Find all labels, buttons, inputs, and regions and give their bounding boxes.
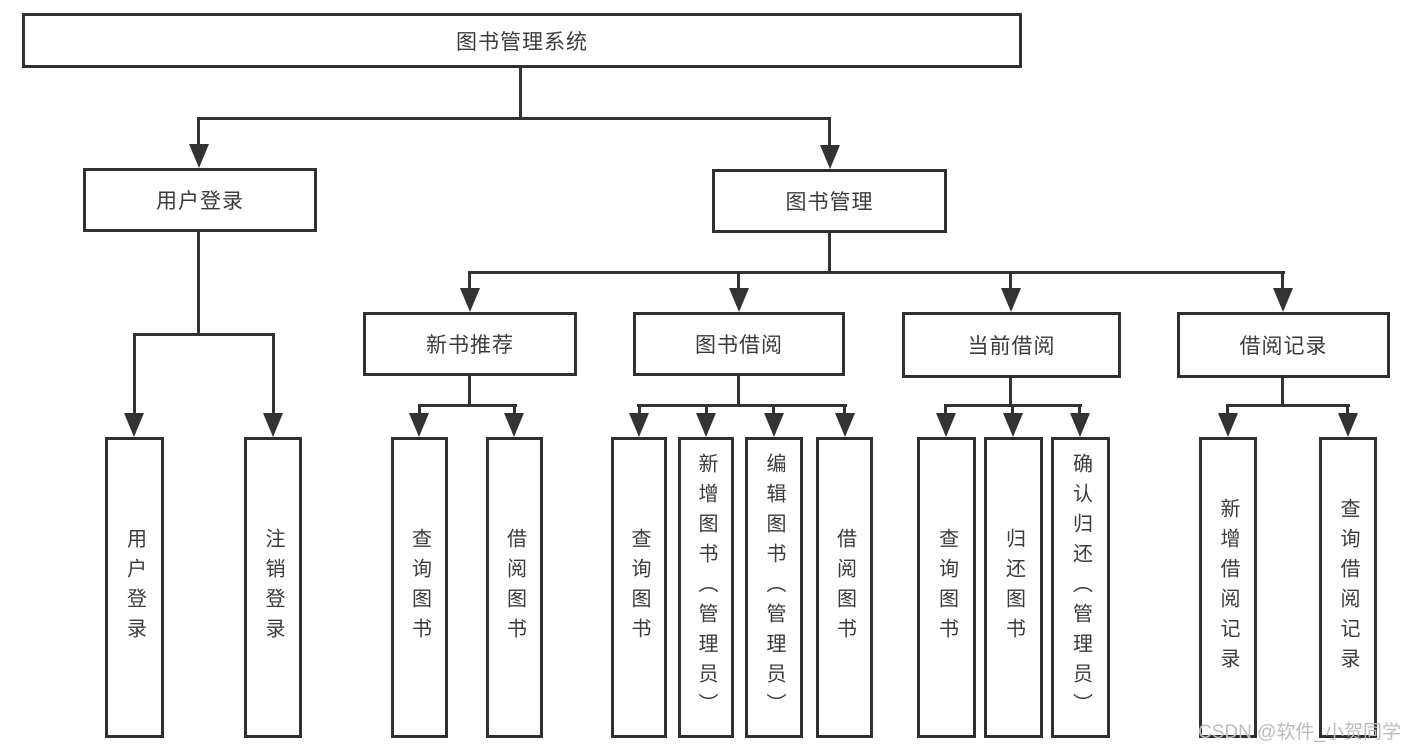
leaf-borrow-books-1: 借阅图书 <box>486 437 543 738</box>
connector-line <box>737 271 740 291</box>
arrow-down-icon <box>1273 288 1293 312</box>
node-borrowing-records: 借阅记录 <box>1177 312 1390 378</box>
connector-line <box>133 333 136 415</box>
node-book-management: 图书管理 <box>712 169 947 233</box>
arrow-down-icon <box>936 413 956 437</box>
leaf-query-books-3: 查询图书 <box>917 437 976 738</box>
arrow-down-icon <box>820 145 840 169</box>
node-new-book-recommend-label: 新书推荐 <box>426 334 514 357</box>
connector-line <box>737 376 740 407</box>
connector-line <box>1011 404 1014 416</box>
connector-line <box>828 117 831 148</box>
leaf-confirm-return-admin-label: 确认归还（管理员） <box>1069 452 1092 723</box>
leaf-query-books-3-label: 查询图书 <box>935 527 958 648</box>
connector-line <box>1078 404 1081 416</box>
leaf-add-books-admin-label: 新增图书（管理员） <box>695 452 717 723</box>
connector-line <box>638 404 641 416</box>
node-borrowing-records-label: 借阅记录 <box>1239 335 1328 358</box>
node-library-system: 图书管理系统 <box>22 13 1022 68</box>
connector-line <box>843 404 846 416</box>
connector-line <box>1226 404 1229 416</box>
node-book-borrowing-label: 图书借阅 <box>695 334 783 357</box>
arrow-down-icon <box>504 413 524 437</box>
leaf-user-login-label: 用户登录 <box>123 527 146 648</box>
node-current-borrowing-label: 当前借阅 <box>967 335 1056 358</box>
node-current-borrowing: 当前借阅 <box>902 312 1121 378</box>
arrow-down-icon <box>409 413 429 437</box>
arrow-down-icon <box>1001 288 1021 312</box>
connector-line <box>418 404 421 416</box>
arrow-down-icon <box>696 413 716 437</box>
connector-line <box>133 333 275 336</box>
arrow-down-icon <box>835 413 855 437</box>
connector-line <box>1226 404 1350 407</box>
arrow-down-icon <box>629 413 649 437</box>
leaf-return-books-label: 归还图书 <box>1002 527 1025 648</box>
leaf-edit-books-admin-label: 编辑图书（管理员） <box>763 452 785 723</box>
connector-line <box>513 404 516 416</box>
arrow-down-icon <box>1070 413 1090 437</box>
connector-line <box>1281 271 1284 291</box>
connector-line <box>468 271 471 291</box>
node-user-login: 用户登录 <box>83 168 317 232</box>
connector-line <box>197 117 200 147</box>
arrow-down-icon <box>729 288 749 312</box>
leaf-query-books-1-label: 查询图书 <box>408 527 431 648</box>
arrow-down-icon <box>1338 413 1358 437</box>
leaf-borrow-books-2-label: 借阅图书 <box>833 527 856 648</box>
connector-line <box>1346 404 1349 416</box>
leaf-query-borrow-record-label: 查询借阅记录 <box>1337 497 1359 678</box>
arrow-down-icon <box>1003 413 1023 437</box>
connector-line <box>637 404 847 407</box>
connector-line <box>1281 378 1284 407</box>
connector-line <box>418 404 517 407</box>
arrow-down-icon <box>1218 413 1238 437</box>
leaf-borrow-books-2: 借阅图书 <box>816 437 873 738</box>
leaf-add-borrow-record-label: 新增借阅记录 <box>1217 497 1239 678</box>
leaf-user-login: 用户登录 <box>105 437 164 738</box>
arrow-down-icon <box>764 413 784 437</box>
node-user-login-label: 用户登录 <box>156 190 244 213</box>
arrow-down-icon <box>189 144 209 168</box>
connector-line <box>705 404 708 416</box>
connector-line <box>519 68 522 118</box>
leaf-logout: 注销登录 <box>244 437 302 738</box>
connector-line <box>197 117 831 120</box>
node-book-management-label: 图书管理 <box>785 191 874 214</box>
connector-line <box>197 232 200 335</box>
connector-line <box>1009 378 1012 407</box>
leaf-query-borrow-record: 查询借阅记录 <box>1319 437 1377 738</box>
leaf-return-books: 归还图书 <box>984 437 1043 738</box>
connector-line <box>1009 271 1012 291</box>
leaf-query-books-1: 查询图书 <box>391 437 448 738</box>
connector-line <box>272 333 275 415</box>
leaf-borrow-books-1-label: 借阅图书 <box>503 527 526 648</box>
leaf-confirm-return-admin: 确认归还（管理员） <box>1051 437 1110 738</box>
arrow-down-icon <box>460 288 480 312</box>
leaf-query-books-2: 查询图书 <box>611 437 667 738</box>
node-library-system-label: 图书管理系统 <box>456 30 588 54</box>
leaf-add-books-admin: 新增图书（管理员） <box>678 437 734 738</box>
leaf-add-borrow-record: 新增借阅记录 <box>1199 437 1257 738</box>
connector-line <box>772 404 775 416</box>
arrow-down-icon <box>124 413 144 437</box>
connector-line <box>468 271 1285 274</box>
leaf-logout-label: 注销登录 <box>262 527 284 648</box>
leaf-query-books-2-label: 查询图书 <box>628 527 650 648</box>
csdn-watermark: CSDN @软件_小贺同学 <box>1198 722 1401 743</box>
node-new-book-recommend: 新书推荐 <box>363 312 577 376</box>
arrow-down-icon <box>263 413 283 437</box>
node-book-borrowing: 图书借阅 <box>633 312 845 376</box>
connector-line <box>468 376 471 407</box>
connector-line <box>944 404 947 416</box>
leaf-edit-books-admin: 编辑图书（管理员） <box>745 437 803 738</box>
connector-line <box>828 233 831 273</box>
